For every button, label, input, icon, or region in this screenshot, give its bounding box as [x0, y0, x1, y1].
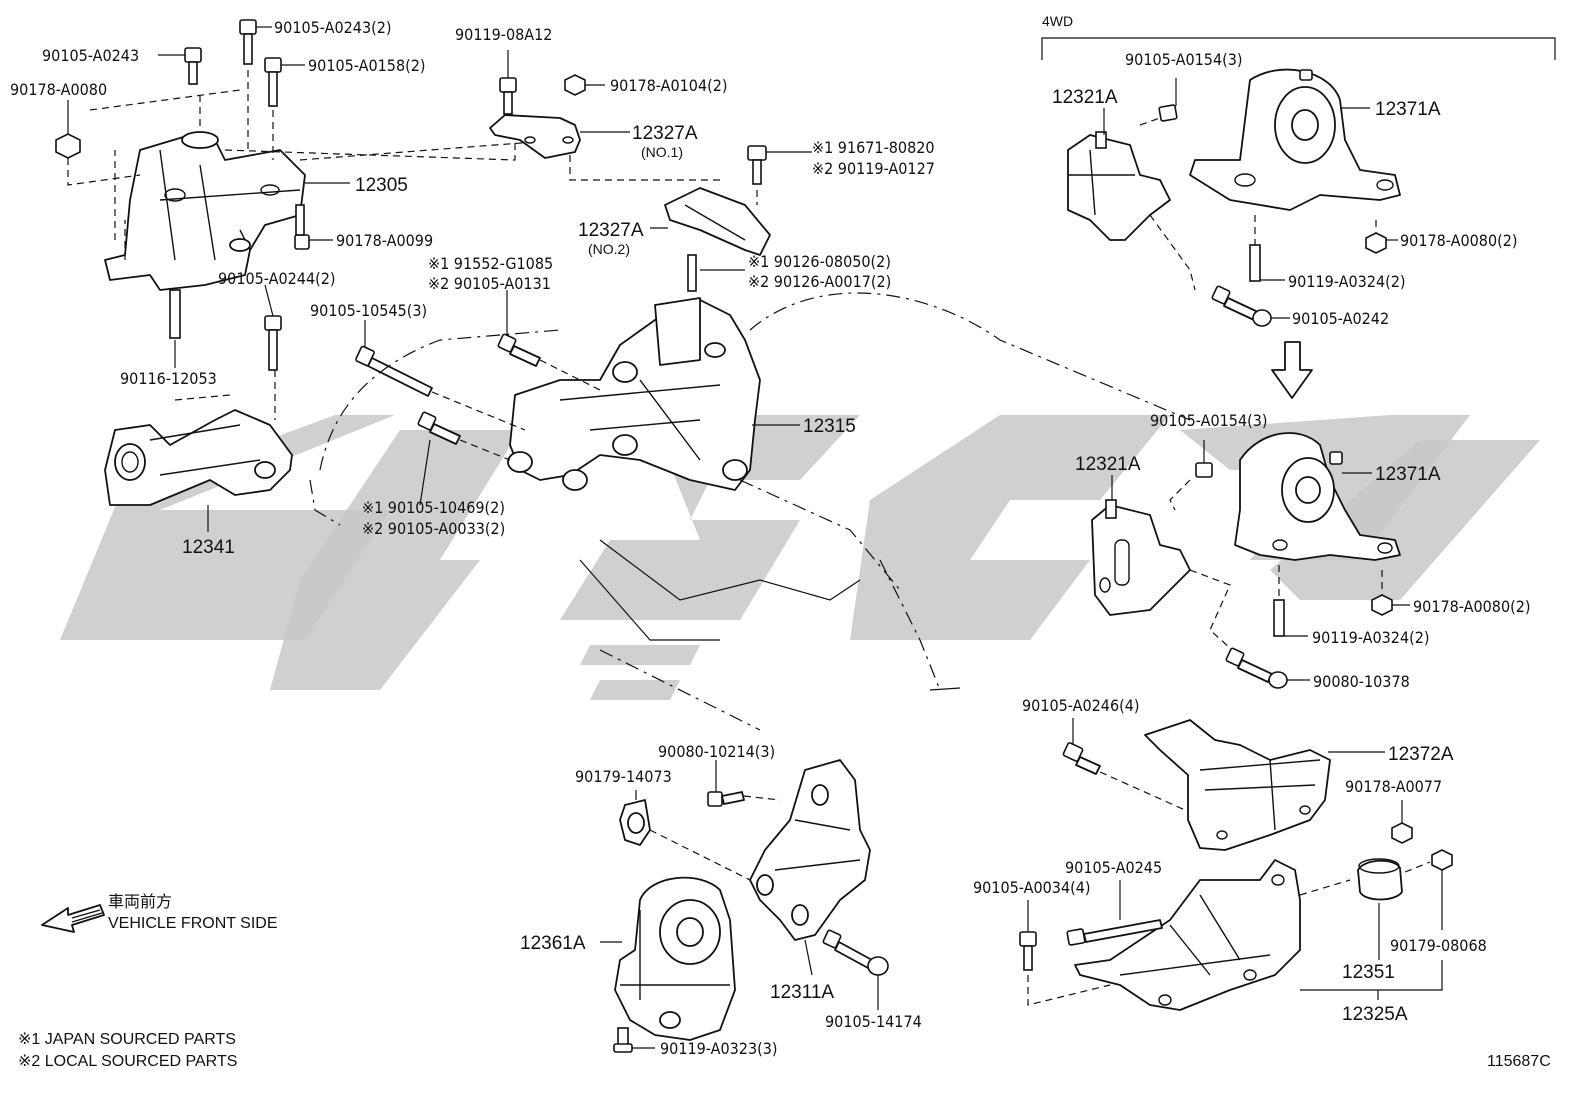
label-90105-10545: 90105-10545(3): [310, 301, 427, 320]
label-90178-A0080-2-top: 90178-A0080(2): [1400, 231, 1517, 250]
vehicle-front-en: VEHICLE FRONT SIDE: [108, 915, 278, 932]
label-12361A: 12361A: [520, 933, 586, 954]
label-90105-A0158: 90105-A0158(2): [308, 56, 425, 75]
note-japan-sourced: ※1 JAPAN SOURCED PARTS: [18, 1031, 236, 1048]
label-90080-10214: 90080-10214(3): [658, 742, 775, 761]
bolt-90105-14174: [822, 929, 889, 1010]
label-12371A-top: 12371A: [1375, 99, 1441, 120]
part-12341: [104, 409, 293, 532]
label-90119-A0323: 90119-A0323(3): [660, 1039, 777, 1058]
part-12321A-top: [1067, 78, 1196, 291]
label-90105-A0131: ※2 90105-A0131: [428, 274, 551, 293]
label-90080-10378: 90080-10378: [1313, 672, 1410, 691]
label-90178-A0099: 90178-A0099: [336, 231, 433, 250]
part-12311A: [707, 759, 871, 976]
label-90105-A0242: 90105-A0242: [1292, 309, 1389, 328]
label-90178-A0077: 90178-A0077: [1345, 777, 1442, 796]
label-12327A-no2: 12327A: [578, 220, 644, 241]
vehicle-front-jp: 車両前方: [108, 893, 172, 911]
label-no2: (NO.2): [588, 241, 630, 257]
label-12321A-top: 12321A: [1052, 87, 1118, 108]
bolts-center: [355, 290, 601, 506]
part-12372A: [1062, 718, 1413, 851]
label-90119-A0324-top: 90119-A0324(2): [1288, 272, 1405, 291]
note-local-sourced: ※2 LOCAL SOURCED PARTS: [18, 1053, 237, 1070]
label-90119-A0324-mid: 90119-A0324(2): [1312, 628, 1429, 647]
part-12327A-no2: [650, 145, 812, 292]
label-4wd: 4WD: [1042, 13, 1073, 29]
label-90179-08068: 90179-08068: [1390, 936, 1487, 955]
label-90105-A0154-mid: 90105-A0154(3): [1150, 411, 1267, 430]
part-12315: [507, 297, 800, 491]
part-12327A-no1: [489, 50, 630, 159]
illustration-code: 115687C: [1487, 1053, 1551, 1070]
label-12371A-mid: 12371A: [1375, 464, 1441, 485]
label-12372A: 12372A: [1388, 744, 1454, 765]
label-90178-A0104: 90178-A0104(2): [610, 76, 727, 95]
label-90126-08050: ※1 90126-08050(2): [748, 252, 891, 271]
part-12371A-mid: [1225, 432, 1410, 689]
label-90105-A0246: 90105-A0246(4): [1022, 696, 1139, 715]
label-90105-A0033: ※2 90105-A0033(2): [362, 519, 505, 538]
part-12361A: [600, 876, 736, 1053]
part-labels: 90105-A0243(2) 90105-A0243 90105-A0158(2…: [10, 13, 1530, 1058]
engine-outline: [309, 292, 1191, 731]
label-91671-80820: ※1 91671-80820: [812, 138, 935, 157]
label-90105-14174: 90105-14174: [825, 1012, 922, 1031]
label-12321A-mid: 12321A: [1075, 454, 1141, 475]
part-12371A-top: [1189, 68, 1401, 327]
bushing-90179-14073: [619, 790, 751, 881]
bolts-left-top: [55, 19, 310, 371]
label-12305: 12305: [355, 175, 408, 196]
label-90105-10469: ※1 90105-10469(2): [362, 498, 505, 517]
legend: 車両前方 VEHICLE FRONT SIDE ※1 JAPAN SOURCED…: [18, 893, 1551, 1070]
arrow-down: [1271, 341, 1313, 399]
part-12325A: [1019, 859, 1351, 1011]
label-12325A: 12325A: [1342, 1004, 1408, 1025]
part-12351: [1300, 849, 1453, 1000]
label-12311A: 12311A: [770, 982, 834, 1003]
label-12351: 12351: [1342, 962, 1395, 983]
label-90178-A0080-2-mid: 90178-A0080(2): [1413, 597, 1530, 616]
label-91552-G1085: ※1 91552-G1085: [428, 254, 553, 273]
part-12305: [104, 131, 306, 291]
leaders-left-top: [67, 26, 350, 368]
label-12341: 12341: [182, 537, 235, 558]
part-12321A-mid: [1091, 440, 1231, 649]
label-90105-A0154-top: 90105-A0154(3): [1125, 50, 1242, 69]
label-90119-08A12: 90119-08A12: [455, 25, 552, 44]
label-90105-A0243-2: 90105-A0243(2): [274, 18, 391, 37]
label-12327A-no1: 12327A: [632, 123, 698, 144]
label-12315: 12315: [803, 416, 856, 437]
label-90105-A0034: 90105-A0034(4): [973, 878, 1090, 897]
label-90178-A0080: 90178-A0080: [10, 80, 107, 99]
label-90105-A0244: 90105-A0244(2): [218, 269, 335, 288]
label-no1: (NO.1): [641, 144, 683, 160]
bracket-4wd: [1041, 37, 1556, 60]
label-90105-A0245: 90105-A0245: [1065, 858, 1162, 877]
label-90119-A0127: ※2 90119-A0127: [812, 159, 935, 178]
label-90105-A0243: 90105-A0243: [42, 46, 139, 65]
label-90126-A0017: ※2 90126-A0017(2): [748, 272, 891, 291]
label-90179-14073: 90179-14073: [575, 767, 672, 786]
vehicle-front-arrow-icon: [41, 904, 105, 933]
label-90116-12053: 90116-12053: [120, 369, 217, 388]
